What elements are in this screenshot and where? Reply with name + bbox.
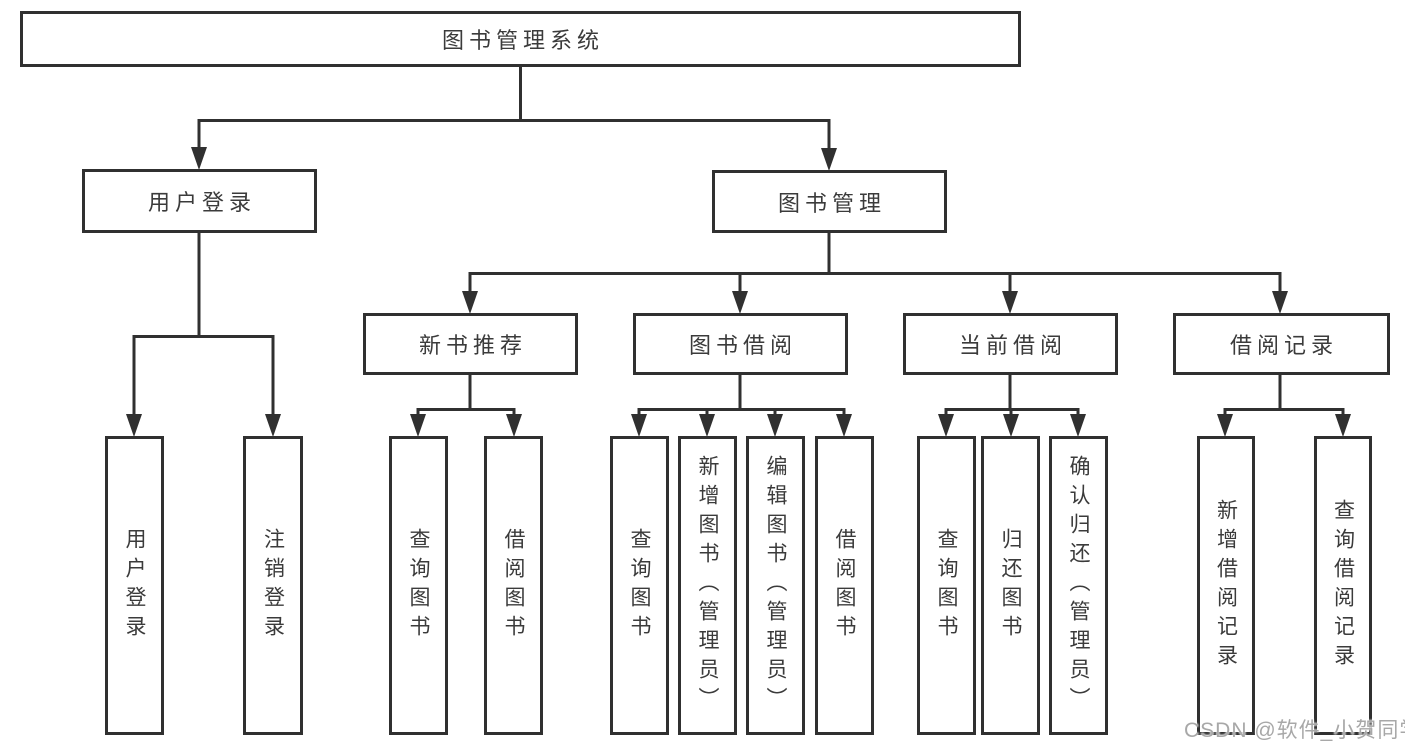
leaf-query-books-borrow: 查询图书 [610, 436, 669, 735]
leaf-label: 确认归还（管理员） [1067, 455, 1090, 716]
node-label: 新书推荐 [418, 333, 527, 358]
node-label: 图书管理系统 [441, 28, 604, 53]
node-new-book-recommendation: 新书推荐 [363, 313, 578, 375]
leaf-label: 查询借阅记录 [1331, 498, 1355, 673]
leaf-borrow-books-borrow: 借阅图书 [815, 436, 874, 735]
node-book-management: 图书管理 [712, 170, 947, 233]
leaf-label: 查询图书 [935, 527, 958, 644]
leaf-label: 编辑图书（管理员） [764, 455, 787, 716]
leaf-return-books: 归还图书 [981, 436, 1040, 735]
leaf-user-login: 用户登录 [105, 436, 164, 735]
node-label: 借阅记录 [1229, 333, 1338, 358]
leaf-query-borrow-record: 查询借阅记录 [1314, 436, 1372, 735]
leaf-logout: 注销登录 [243, 436, 303, 735]
leaf-edit-book-admin: 编辑图书（管理员） [746, 436, 805, 735]
leaf-label: 归还图书 [999, 527, 1022, 644]
leaf-add-borrow-record: 新增借阅记录 [1197, 436, 1255, 735]
leaf-label: 用户登录 [123, 527, 146, 644]
leaf-label: 新增图书（管理员） [696, 455, 719, 716]
node-label: 图书管理 [777, 190, 886, 216]
leaf-label: 借阅图书 [833, 527, 856, 644]
leaf-label: 新增借阅记录 [1214, 498, 1238, 673]
node-label: 当前借阅 [958, 333, 1067, 358]
node-book-borrowing: 图书借阅 [633, 313, 848, 375]
node-label: 图书借阅 [688, 333, 797, 358]
node-user-login: 用户登录 [82, 169, 317, 233]
leaf-label: 查询图书 [407, 527, 430, 644]
leaf-query-books-recommend: 查询图书 [389, 436, 448, 735]
watermark: CSDN @软件_小贺同学 [1184, 719, 1405, 742]
leaf-borrow-books-recommend: 借阅图书 [484, 436, 543, 735]
leaf-label: 查询图书 [628, 527, 651, 644]
leaf-confirm-return-admin: 确认归还（管理员） [1049, 436, 1108, 735]
node-current-borrowing: 当前借阅 [903, 313, 1118, 375]
leaf-add-book-admin: 新增图书（管理员） [678, 436, 737, 735]
leaf-label: 借阅图书 [502, 527, 525, 644]
leaf-query-books-current: 查询图书 [917, 436, 976, 735]
node-library-system: 图书管理系统 [20, 11, 1021, 67]
node-label: 用户登录 [147, 190, 256, 215]
node-borrowing-records: 借阅记录 [1173, 313, 1390, 375]
leaf-label: 注销登录 [261, 527, 285, 644]
